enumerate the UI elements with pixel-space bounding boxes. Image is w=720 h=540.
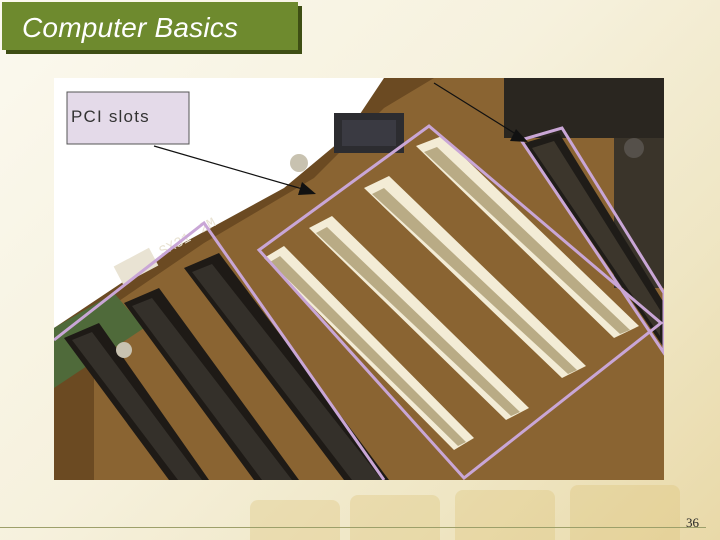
pci-slot bbox=[364, 176, 586, 378]
motherboard-photo: SX31 2M bbox=[54, 78, 664, 480]
slide-title-box: Computer Basics bbox=[2, 2, 298, 50]
pci-slot bbox=[309, 216, 529, 420]
callout-box bbox=[66, 91, 190, 145]
isa-slots-highlight-outline bbox=[54, 220, 386, 480]
slide-number: 36 bbox=[686, 515, 699, 530]
callout-label: PCI slots bbox=[71, 107, 150, 126]
pci-slots bbox=[264, 136, 639, 450]
pci-slots-highlight-outline bbox=[256, 124, 664, 480]
arrow-head-icon bbox=[298, 182, 316, 195]
pci-slot bbox=[416, 136, 639, 338]
footer-divider bbox=[0, 527, 706, 528]
agp-slot-highlight-outline bbox=[518, 126, 664, 356]
pci-slot bbox=[264, 246, 474, 450]
background-keyboard-decoration bbox=[0, 470, 720, 540]
motherboard-illustration: SX31 2M bbox=[54, 78, 664, 480]
arrow-head-icon bbox=[510, 129, 528, 142]
isa-slots bbox=[64, 253, 389, 480]
callout-arrows bbox=[153, 82, 528, 195]
slide-title: Computer Basics bbox=[22, 12, 239, 43]
